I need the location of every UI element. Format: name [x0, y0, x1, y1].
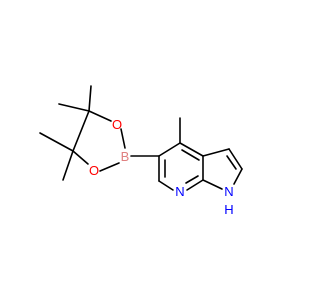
bond-c3-c2 — [228, 148, 243, 170]
bond-set — [39, 85, 243, 191]
oxygen-top-label: O — [112, 117, 122, 132]
bond-o2-c2 — [72, 150, 89, 165]
nitrogen-pyridine-label: N — [175, 184, 184, 199]
bond-o1-b — [120, 128, 126, 149]
bond-c2-c1 — [72, 110, 90, 152]
bond-c2-me-down — [62, 150, 74, 181]
oxygen-bottom-label: O — [89, 163, 99, 178]
bond-c4-c3a — [179, 142, 204, 157]
boron-label: B — [121, 149, 130, 164]
bond-c7a-n7-inner — [185, 175, 199, 184]
bond-c2-n1 — [233, 168, 243, 185]
bond-c1-o1 — [88, 110, 112, 122]
chemical-structure: O B O N N H — [39, 85, 243, 217]
bond-c2-me-left — [39, 132, 74, 152]
bond-c5-c4 — [158, 142, 181, 157]
bond-c4-c3a-inner — [181, 149, 200, 161]
nitrogen-pyrrole-label: N — [224, 184, 233, 199]
bond-c7a-n7 — [186, 179, 204, 191]
hydrogen-nh-label: H — [224, 202, 233, 217]
bond-b-o2 — [99, 162, 120, 172]
bond-c3a-c3 — [202, 148, 230, 157]
bond-n1-c7a — [202, 179, 223, 190]
atom-labels: O B O N N H — [89, 117, 234, 217]
bond-n7-c6 — [158, 180, 174, 191]
bond-c1-me-up — [88, 85, 92, 112]
bond-c3-c2-inner — [226, 155, 237, 170]
structure-canvas: O B O N N H — [39, 85, 243, 217]
bond-c1-me-left — [58, 103, 90, 112]
